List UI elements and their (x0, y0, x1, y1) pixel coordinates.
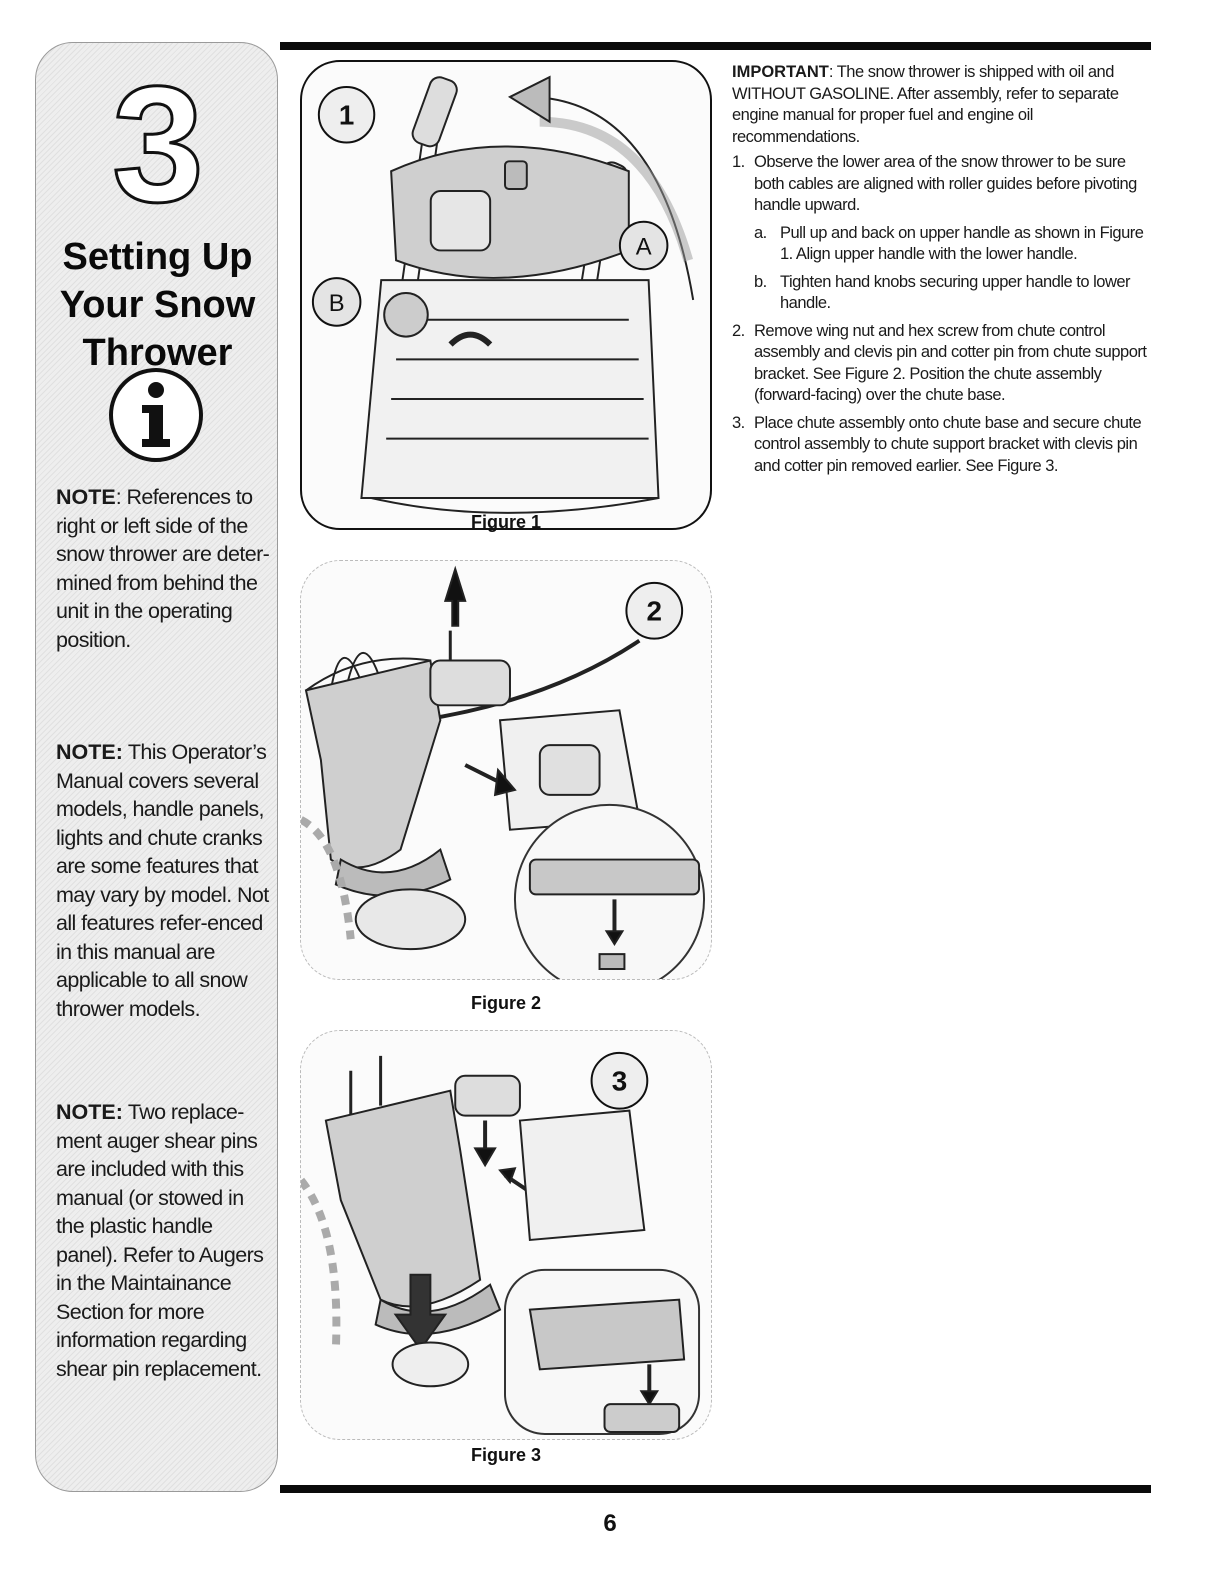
figure-3-caption: Figure 3 (470, 1445, 541, 1465)
important-notice: IMPORTANT: The snow thrower is shipped w… (732, 62, 1152, 148)
step-2: 2. Remove wing nut and hex screw from ch… (732, 321, 1152, 407)
bottom-rule (280, 1485, 1151, 1493)
note-label: NOTE: (56, 740, 123, 764)
callout-3-label: 3 (612, 1066, 628, 1097)
section-number-badge: 3 (36, 73, 277, 213)
note-label: NOTE (56, 485, 116, 509)
section-title-line-2: Your Snow (59, 284, 256, 326)
step-1-text-row: 1. Observe the lower area of the snow th… (732, 152, 1152, 217)
figure-1-caption: Figure 1 (470, 512, 541, 532)
important-label: IMPORTANT (732, 63, 829, 81)
note-text: This Operator’s Manual covers several mo… (56, 740, 269, 1021)
step-number: 1. (732, 153, 745, 171)
step-3: 3. Place chute assembly onto chute base … (732, 413, 1152, 478)
substep-text: Tighten hand knobs securing upper handle… (780, 272, 1131, 313)
page-number: 6 (603, 1510, 617, 1537)
note-label: NOTE: (56, 1100, 123, 1124)
note-text: Two replace-ment auger shear pins are in… (56, 1100, 264, 1381)
top-rule (280, 42, 1151, 50)
section-number: 3 (112, 73, 204, 213)
figure-3-illustration: 3 (300, 1030, 712, 1440)
step-1a: a. Pull up and back on upper handle as s… (754, 223, 1152, 266)
figure-2-caption: Figure 2 (470, 993, 541, 1013)
callout-3-icon: 3 (590, 1051, 649, 1110)
step-number: 2. (732, 321, 745, 340)
info-icon (109, 368, 203, 462)
callout-1-label: 1 (339, 100, 354, 131)
step-number: 3. (732, 413, 745, 432)
callout-a-icon: A (618, 220, 669, 271)
substep-text: Pull up and back on upper handle as show… (780, 223, 1144, 264)
substep-letter: b. (754, 272, 767, 291)
figure-2-illustration: 2 (300, 560, 712, 980)
section-title: Setting Up Your Snow Thrower (36, 233, 277, 377)
callout-2-icon: 2 (625, 581, 684, 640)
step-1: 1. Observe the lower area of the snow th… (732, 152, 1152, 315)
step-text: Place chute assembly onto chute base and… (754, 413, 1142, 475)
important-text: : The snow thrower is shipped with oil a… (732, 63, 1119, 146)
step-text: Observe the lower area of the snow throw… (754, 153, 1137, 214)
callout-a-label: A (636, 233, 652, 260)
sidebar-panel: 3 Setting Up Your Snow Thrower NOTE: Ref… (35, 42, 278, 1492)
callout-b-label: B (329, 290, 345, 317)
step-1b: b. Tighten hand knobs securing upper han… (754, 272, 1152, 315)
step-2-text-row: 2. Remove wing nut and hex screw from ch… (732, 321, 1152, 407)
callout-1-icon: 1 (317, 86, 376, 144)
note-models: NOTE: This Operator’s Manual covers seve… (56, 738, 271, 1023)
instructions-column: IMPORTANT: The snow thrower is shipped w… (732, 62, 1152, 483)
step-3-text-row: 3. Place chute assembly onto chute base … (732, 413, 1152, 478)
note-orientation: NOTE: References to right or left side o… (56, 483, 271, 654)
figure-1-illustration: 1 A B (300, 60, 712, 530)
callout-2-label: 2 (647, 596, 663, 627)
substep-letter: a. (754, 223, 767, 242)
step-text: Remove wing nut and hex screw from chute… (754, 321, 1147, 405)
callout-b-icon: B (311, 277, 362, 327)
note-text: : References to right or left side of th… (56, 485, 270, 652)
note-shear-pins: NOTE: Two replace-ment auger shear pins … (56, 1098, 271, 1383)
section-title-line-1: Setting Up (62, 236, 253, 278)
section-title-line-3: Thrower (82, 332, 233, 374)
